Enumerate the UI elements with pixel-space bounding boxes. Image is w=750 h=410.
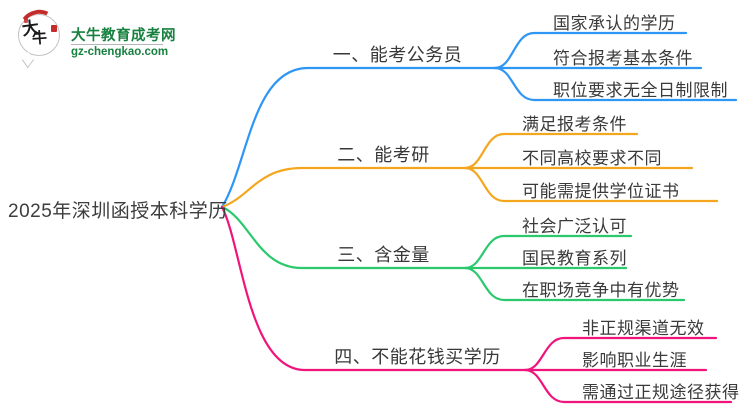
logo-char-niu: 牛 (31, 29, 48, 48)
logo-divider (71, 44, 163, 45)
logo-site-domain: gz-chengkao.com (71, 46, 169, 58)
branch-1-child-3: 职位要求无全日制限制 (553, 81, 728, 100)
branch-3-lines (220, 205, 686, 302)
branch-3-child-2: 国民教育系列 (522, 249, 627, 268)
branch-1-child-3-line (493, 66, 738, 102)
branch-4-main-line (220, 205, 527, 372)
branch-2-child-1-line (463, 132, 639, 170)
branch-4-label: 四、不能花钱买学历 (334, 347, 501, 367)
branch-3-child-1: 社会广泛认可 (522, 217, 627, 236)
branch-3-label: 三、含金量 (337, 245, 430, 265)
branch-2-child-1: 满足报考条件 (522, 115, 627, 134)
branch-2-child-3: 可能需提供学位证书 (522, 182, 680, 201)
logo-site-name: 大牛教育成考网 (71, 28, 176, 44)
branch-2-lines (220, 132, 719, 209)
branch-1-main-line (220, 66, 497, 209)
branch-2-main-line (220, 166, 467, 209)
central-topic: 2025年深圳函授本科学历 (8, 201, 228, 222)
branch-1-child-1-line (493, 31, 688, 70)
branch-3-child-3-line (463, 266, 686, 302)
branch-4-child-3-line (523, 368, 733, 404)
branch-1-lines (220, 31, 738, 209)
branch-4-child-3: 需通过正规途径获得 (582, 383, 740, 402)
branch-1-child-1: 国家承认的学历 (553, 14, 676, 33)
branch-2-label: 二、能考研 (337, 145, 430, 165)
branch-3-main-line (220, 205, 467, 270)
branch-2-child-2: 不同高校要求不同 (522, 149, 662, 168)
site-logo: 大 牛 大牛教育成考网 gz-chengkao.com (14, 6, 189, 69)
branch-1-child-2: 符合报考基本条件 (553, 49, 693, 68)
logo-seal-icon (51, 25, 57, 32)
branch-3-child-3: 在职场竞争中有优势 (522, 281, 680, 300)
branch-4-child-1: 非正规渠道无效 (582, 319, 705, 338)
logo-stamp-icon (24, 18, 28, 23)
branch-1-label: 一、能考公务员 (332, 45, 463, 65)
branch-4-lines (220, 205, 733, 404)
branch-2-child-3-line (463, 166, 719, 203)
branch-4-child-2: 影响职业生涯 (582, 351, 687, 370)
